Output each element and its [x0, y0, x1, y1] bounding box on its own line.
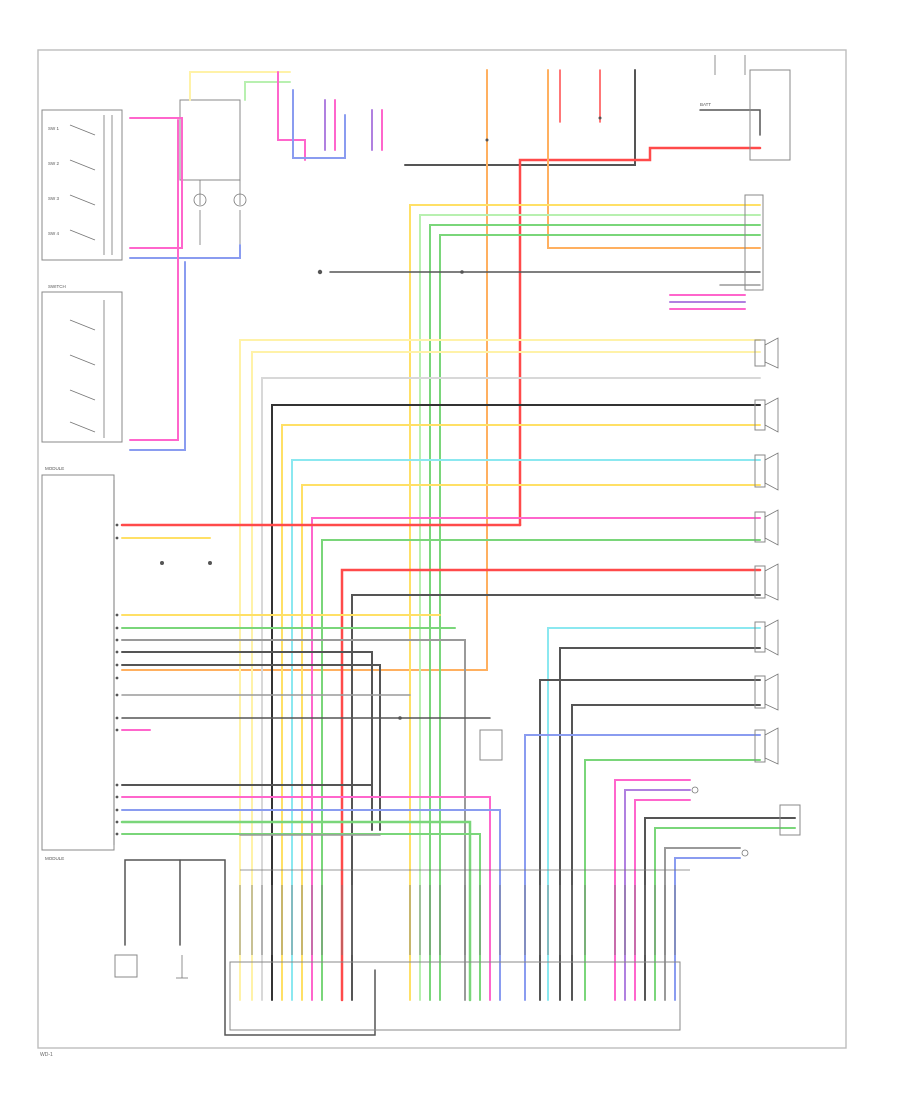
connector-pin-ticks — [239, 885, 676, 955]
main-control-module: MODULE MODULE — [41, 466, 115, 861]
top-relay-area — [179, 99, 247, 245]
right-control-unit — [714, 55, 791, 291]
svg-text:MODULE: MODULE — [45, 466, 64, 471]
svg-text:SW 3: SW 3 — [48, 196, 59, 201]
svg-text:MODULE: MODULE — [45, 856, 64, 861]
ground-runs — [114, 729, 503, 1036]
module-pins — [115, 523, 119, 836]
speakers — [754, 337, 779, 765]
upper-right-junction: BATT — [121, 69, 762, 671]
diagram-border — [37, 49, 847, 1049]
top-wires — [189, 71, 383, 161]
svg-text:BATT: BATT — [700, 102, 711, 107]
svg-text:SW 4: SW 4 — [48, 231, 59, 236]
svg-text:SW 1: SW 1 — [48, 126, 59, 131]
svg-text:SW 2: SW 2 — [48, 161, 59, 166]
svg-text:SWITCH: SWITCH — [48, 284, 66, 289]
passenger-door-switch-block: SWITCH — [41, 284, 123, 443]
footer-page-mark: WD-1 — [40, 1052, 53, 1058]
splice-points — [160, 116, 602, 720]
speaker-wires — [239, 339, 762, 1002]
left-bundles — [129, 117, 241, 451]
bottom-connector — [229, 869, 690, 1031]
driver-door-switch-block: SW 1 SW 2 SW 3 SW 4 — [41, 109, 123, 261]
right-module-signals — [329, 204, 761, 1001]
right-lower-stack — [614, 779, 801, 1001]
